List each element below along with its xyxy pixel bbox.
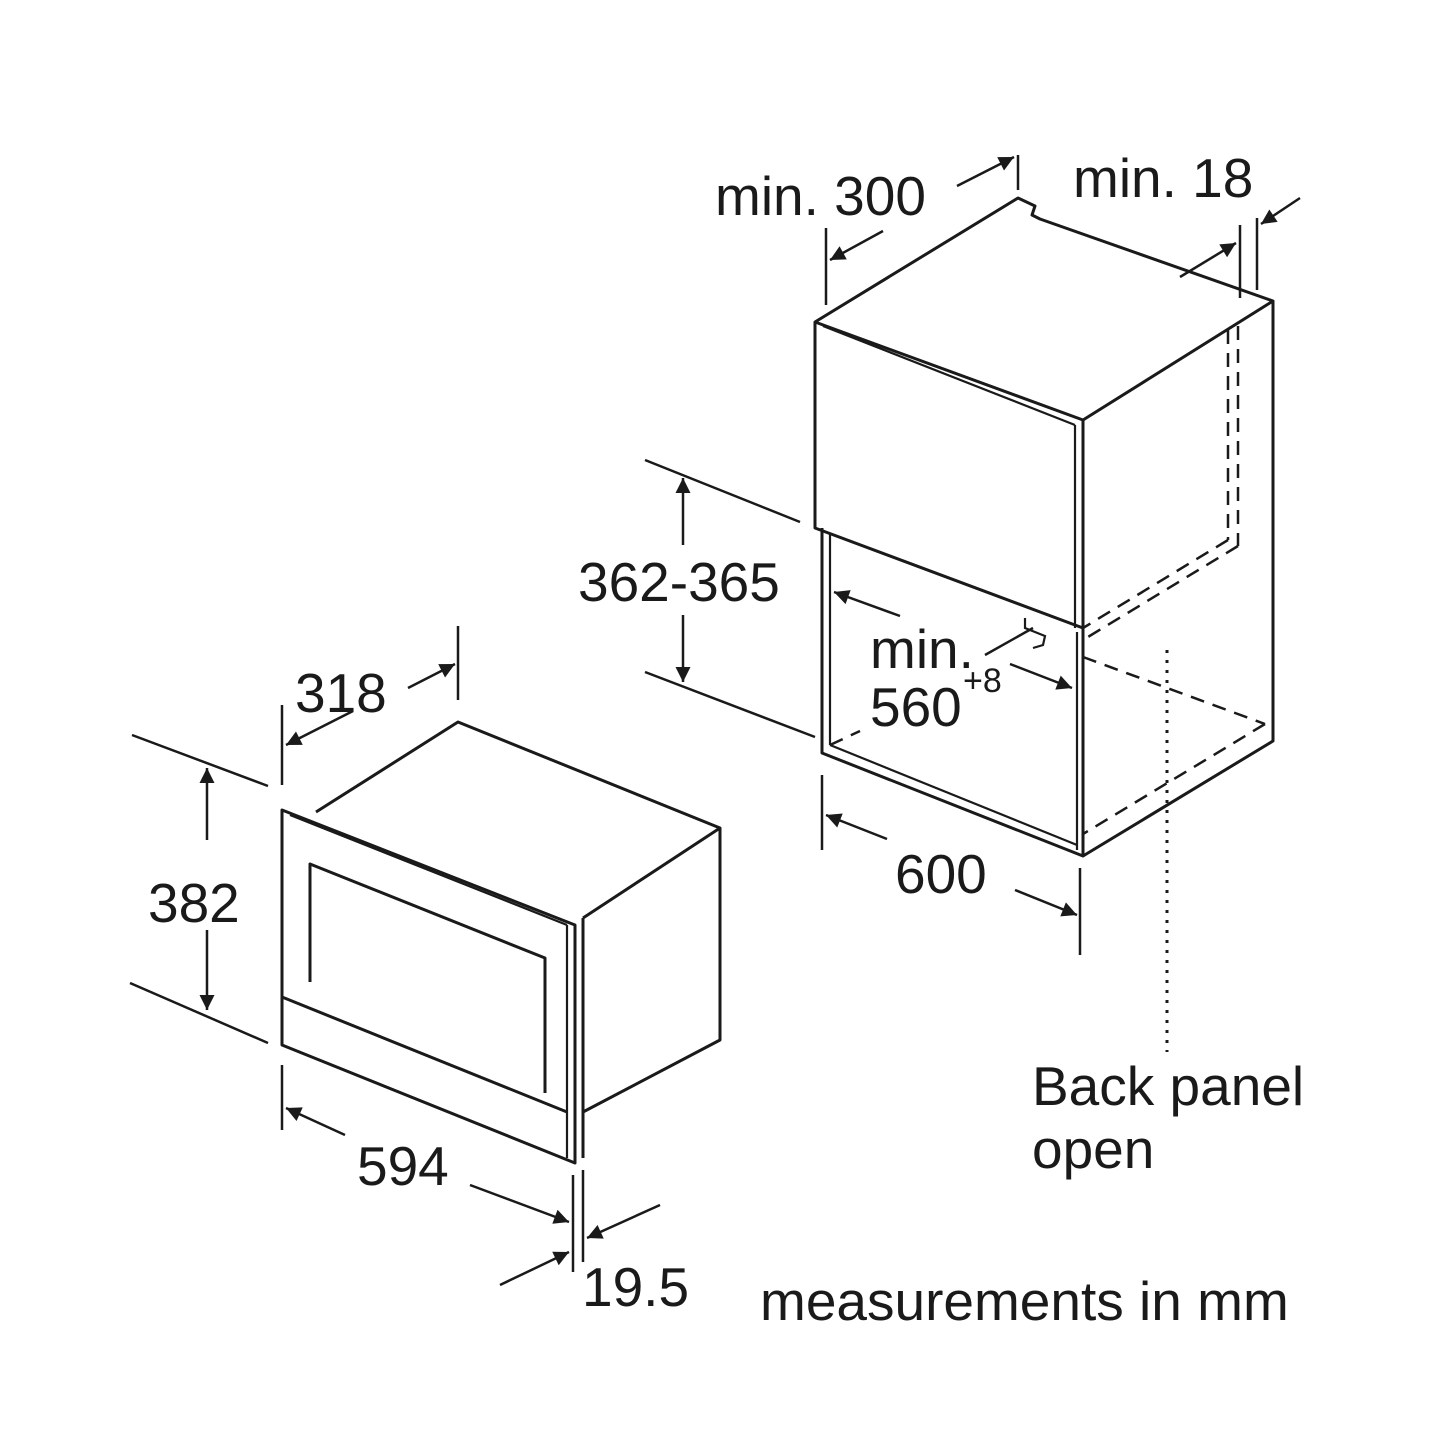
appliance-window [308,862,547,1093]
appliance-top [315,720,722,920]
appliance-dimensions [129,626,661,1287]
appliance-front-frame [280,808,577,1165]
cabinet-side [1082,301,1275,858]
opening-width-label-value: 560 [870,676,962,738]
back-panel-label-line2: open [1032,1118,1154,1180]
cabinet-opening [820,528,1085,858]
appliance-side [582,828,722,1114]
units-note: measurements in mm [760,1270,1289,1332]
back-panel-label-line1: Back panel [1032,1055,1304,1117]
appliance-width-label: 594 [357,1135,449,1197]
opening-width-tolerance: +8 [963,662,1002,700]
cabinet-gap-label: min. 18 [1073,147,1253,209]
cabinet-top [813,196,1275,422]
appliance-depth-label: 318 [295,662,387,724]
opening-height-label: 362-365 [578,551,780,613]
cabinet-upper-front [813,322,1085,630]
cabinet-depth-label: min. 300 [715,165,926,227]
cabinet-drawing [813,196,1275,1052]
opening-width-label-min: min. [870,618,974,680]
cabinet-dimensions [644,155,1301,955]
appliance-height-label: 382 [148,872,240,934]
cabinet-width-label: 600 [895,843,987,905]
front-thickness-label: 19.5 [582,1256,689,1318]
appliance-drawing [280,720,722,1165]
